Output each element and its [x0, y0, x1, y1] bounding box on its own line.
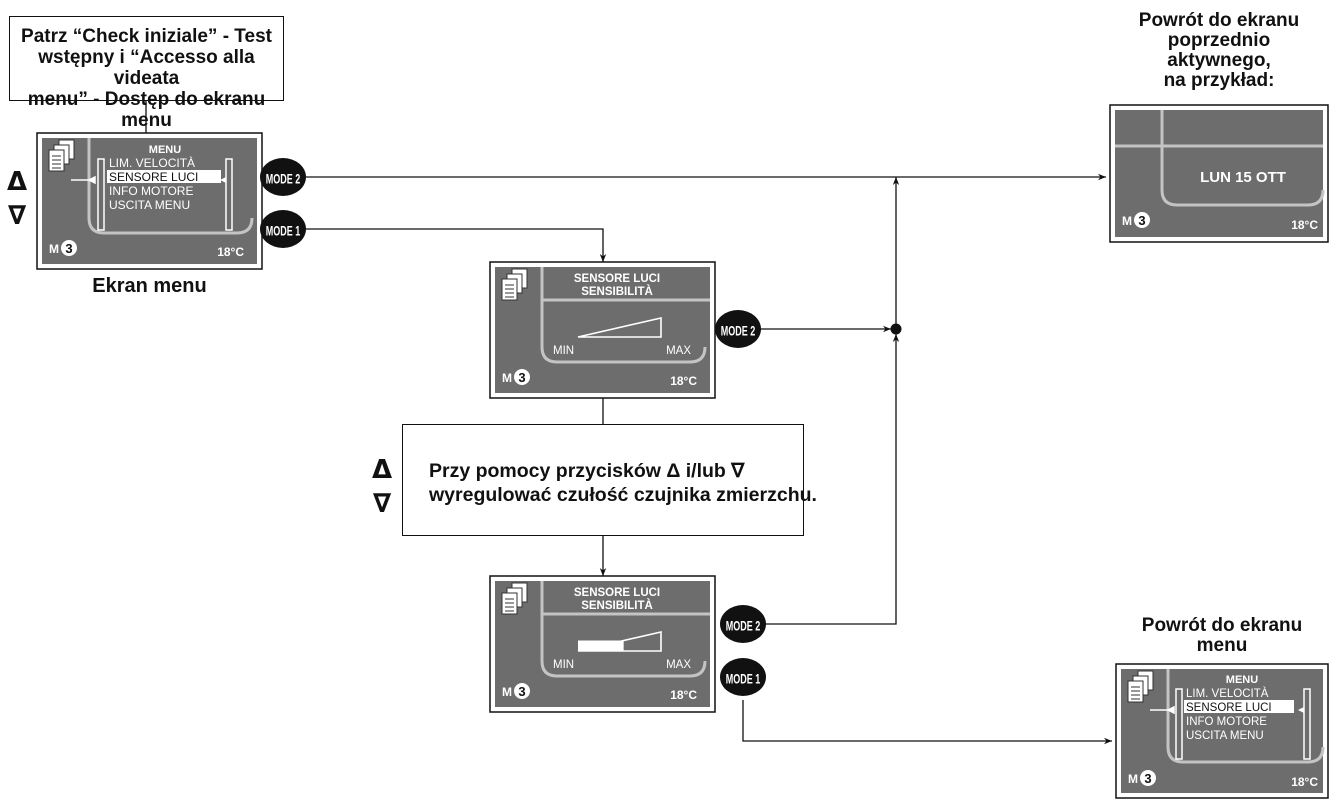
return-previous-caption: Powrót do ekranu poprzednio aktywnego, n…	[1110, 11, 1328, 91]
menu-mode1-to-sensor-arrow	[306, 228, 607, 262]
menu-item-speed-limit: LIM. VELOCITÀ	[1186, 687, 1269, 700]
intro-line-2: wstępny i “Accesso alla videata	[38, 47, 255, 89]
mode2-label: MODE 2	[266, 171, 301, 186]
menu-item-speed-limit: LIM. VELOCITÀ	[109, 155, 195, 170]
menu-screen-return: MENU LIM. VELOCITÀ SENSORE LUCI INFO MOT…	[1115, 663, 1329, 799]
pages-icon	[1127, 670, 1154, 703]
mode2-label: MODE 2	[726, 618, 761, 633]
mode2-button-sensor[interactable]: MODE 2	[715, 310, 761, 348]
min-label: MIN	[553, 659, 574, 671]
previous-screen: LUN 15 OTT M 3 18°C	[1109, 104, 1329, 243]
mode-number: 3	[1138, 213, 1145, 228]
pointer-left-icon	[71, 175, 96, 185]
menu-title: MENU	[1226, 674, 1258, 686]
screen-display	[42, 138, 257, 264]
return-menu-caption: Powrót do ekranu menu	[1116, 616, 1328, 656]
mode-number-badge	[61, 240, 77, 256]
return-previous-line-2: poprzednio	[1167, 30, 1271, 51]
mode-letter: M	[1122, 214, 1132, 228]
mode-letter: M	[49, 242, 59, 256]
return-previous-line-1: Powrót do ekranu	[1138, 10, 1300, 31]
pages-icon	[48, 139, 75, 172]
scroll-bar-left	[1175, 688, 1183, 760]
junction-dot	[890, 323, 902, 335]
pages-icon	[501, 268, 528, 301]
return-previous-line-4: na przykład:	[1163, 70, 1275, 91]
temperature-readout: 18°C	[670, 374, 697, 388]
mode-number-badge	[1134, 212, 1150, 228]
screen-display	[1121, 669, 1323, 793]
menu-item-light-sensor: SENSORE LUCI	[109, 170, 198, 184]
intro-line-3: menu” - Dostęp do ekranu menu	[27, 89, 266, 131]
max-label: MAX	[666, 659, 691, 671]
menu-item-exit: USCITA MENU	[1186, 730, 1264, 742]
date-readout: LUN 15 OTT	[1200, 169, 1286, 186]
menu-selection-highlight	[1184, 700, 1294, 713]
sensor-screen-adjusted: SENSORE LUCI SENSIBILITÀ MIN MAX M 3 18°…	[489, 575, 716, 713]
screen-display	[1115, 110, 1323, 237]
intro-box: Patrz “Check iniziale” - Test wstępny i …	[9, 16, 284, 131]
mode2-button-sensor-adjusted[interactable]: MODE 2	[720, 605, 766, 643]
sensitivity-wedge-outline	[577, 316, 662, 338]
sensor2-mode2-to-junction-arrow	[765, 334, 900, 625]
scroll-bar-right	[1303, 688, 1311, 760]
temperature-readout: 18°C	[217, 245, 244, 259]
min-label: MIN	[553, 345, 574, 357]
down-button-sensor[interactable]: ∇	[373, 489, 392, 519]
mode-number: 3	[1144, 771, 1151, 786]
up-button-sensor[interactable]: Δ	[372, 455, 392, 485]
menu-selection-highlight	[107, 170, 221, 183]
menu-screen: MENU LIM. VELOCITÀ SENSORE LUCI INFO MOT…	[36, 132, 263, 270]
pointer-right-icon	[1298, 707, 1304, 713]
mode-number: 3	[518, 370, 525, 385]
mode2-label: MODE 2	[721, 323, 756, 338]
instruction-line-1: Przy pomocy przycisków Δ i/lub ∇	[429, 460, 745, 482]
mode-letter: M	[502, 371, 512, 385]
mode-letter: M	[502, 685, 512, 699]
mode-number-badge	[514, 369, 530, 385]
menu-item-light-sensor: SENSORE LUCI	[1186, 702, 1272, 714]
sensor-title: SENSORE LUCI	[574, 587, 660, 599]
return-menu-line-1: Powrót do ekranu	[1141, 615, 1303, 636]
mode1-label: MODE 1	[726, 671, 761, 686]
sensor-subtitle: SENSIBILITÀ	[581, 285, 653, 298]
menu-screen-caption: Ekran menu	[92, 275, 207, 297]
pages-icon	[501, 582, 528, 615]
scroll-bar-left	[97, 158, 105, 231]
up-button-menu[interactable]: Δ	[7, 167, 27, 197]
temperature-readout: 18°C	[1291, 218, 1318, 232]
temperature-readout: 18°C	[670, 688, 697, 702]
return-previous-line-3: aktywnego,	[1167, 50, 1271, 71]
menu-title: MENU	[149, 144, 181, 156]
instruction-box: Przy pomocy przycisków Δ i/lub ∇ wyregul…	[402, 424, 817, 536]
mode2-button-menu[interactable]: MODE 2	[260, 158, 306, 196]
menu-item-exit: USCITA MENU	[109, 198, 190, 212]
down-button-menu[interactable]: ∇	[8, 201, 27, 231]
mode-number-badge	[1140, 770, 1156, 786]
sensor-subtitle: SENSIBILITÀ	[581, 599, 653, 612]
max-label: MAX	[666, 345, 691, 357]
temperature-readout: 18°C	[1291, 775, 1318, 789]
menu-item-engine-info: INFO MOTORE	[1186, 716, 1267, 728]
mode1-label: MODE 1	[266, 223, 301, 238]
menu-item-engine-info: INFO MOTORE	[109, 184, 193, 198]
sensor-title: SENSORE LUCI	[574, 273, 660, 285]
pointer-left-icon	[1150, 705, 1175, 715]
instruction-line-2: wyregulować czułość czujnika zmierzchu.	[429, 484, 817, 506]
mode-letter: M	[1128, 772, 1138, 786]
mode-number: 3	[65, 241, 72, 256]
sensor2-mode1-to-menu-arrow	[742, 700, 1112, 745]
mode1-button-sensor-adjusted[interactable]: MODE 1	[720, 658, 766, 696]
scroll-bar-right	[225, 158, 233, 231]
return-menu-line-2: menu	[1196, 635, 1248, 656]
mode1-button-menu[interactable]: MODE 1	[260, 210, 306, 248]
mode-number-badge	[514, 683, 530, 699]
sensitivity-wedge-fill	[578, 640, 624, 651]
intro-line-1: Patrz “Check iniziale” - Test	[21, 26, 272, 47]
pointer-right-icon	[220, 177, 226, 183]
screen-display	[495, 267, 710, 393]
mode-number: 3	[518, 684, 525, 699]
sensor-screen: SENSORE LUCI SENSIBILITÀ MIN MAX M 3 18°…	[489, 261, 716, 399]
